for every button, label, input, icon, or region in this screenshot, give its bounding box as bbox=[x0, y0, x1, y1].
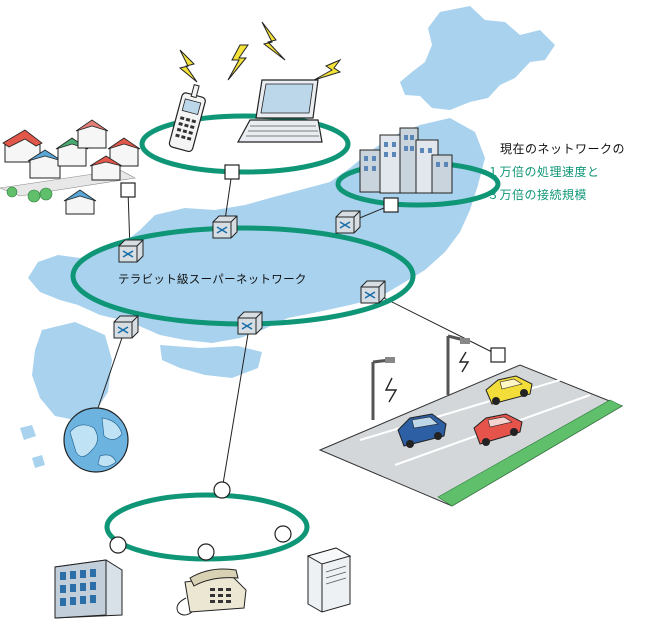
caption-line-2: １万倍の処理速度と bbox=[487, 165, 600, 179]
square-nodes bbox=[120, 164, 506, 363]
median-strip bbox=[437, 399, 623, 507]
node-icon bbox=[224, 164, 240, 180]
tree-icon bbox=[27, 189, 41, 203]
router-icon bbox=[237, 311, 263, 335]
hokkaido-shape bbox=[400, 6, 555, 110]
routers bbox=[113, 210, 386, 339]
lightning-icon bbox=[313, 58, 342, 81]
kyushu-shape bbox=[32, 322, 112, 420]
lightning-icon bbox=[178, 49, 198, 83]
mobile-ring bbox=[139, 113, 351, 175]
wireless-signals bbox=[178, 21, 342, 83]
node-icon bbox=[109, 536, 127, 554]
node-icon bbox=[383, 197, 399, 213]
house-icon bbox=[2, 129, 43, 163]
router-icon bbox=[360, 280, 386, 304]
router-icon bbox=[212, 215, 238, 239]
router-icon bbox=[118, 239, 144, 263]
street-light-icon bbox=[446, 334, 470, 395]
cars-icon bbox=[397, 375, 533, 448]
network-name-label: テラビット級スーパーネットワーク bbox=[118, 272, 307, 286]
node-icon bbox=[213, 481, 231, 499]
office-building-icon bbox=[54, 559, 123, 619]
house-icon bbox=[27, 149, 63, 179]
house-icon bbox=[75, 119, 109, 149]
lightning-icon bbox=[227, 44, 249, 81]
round-nodes bbox=[109, 481, 292, 561]
lightning-icon bbox=[261, 21, 286, 61]
street-light-icon bbox=[371, 357, 395, 420]
laptop-icon bbox=[236, 79, 323, 143]
node-icon bbox=[490, 347, 506, 363]
node-icon bbox=[274, 525, 292, 543]
server-icon bbox=[306, 547, 352, 613]
node-icon bbox=[120, 182, 136, 198]
shikoku-shape bbox=[160, 345, 262, 378]
islet-2 bbox=[32, 455, 45, 468]
house-icon bbox=[89, 155, 123, 181]
tree-icon bbox=[6, 186, 18, 198]
node-icon bbox=[197, 543, 215, 561]
houses-icon bbox=[0, 119, 141, 215]
house-icon bbox=[63, 189, 97, 215]
islet-1 bbox=[20, 425, 36, 440]
mobile-phone-icon bbox=[168, 84, 206, 153]
globe-icon bbox=[63, 407, 129, 473]
router-icon bbox=[113, 315, 139, 339]
telephone-icon bbox=[176, 568, 247, 616]
city-buildings-icon bbox=[359, 127, 453, 194]
caption-line-1: 現在のネットワークの bbox=[500, 142, 626, 156]
caption-line-3: ３万倍の接続規模 bbox=[487, 188, 588, 202]
highway-scene bbox=[318, 334, 624, 507]
router-icon bbox=[335, 210, 361, 234]
tree-icon bbox=[39, 187, 53, 201]
